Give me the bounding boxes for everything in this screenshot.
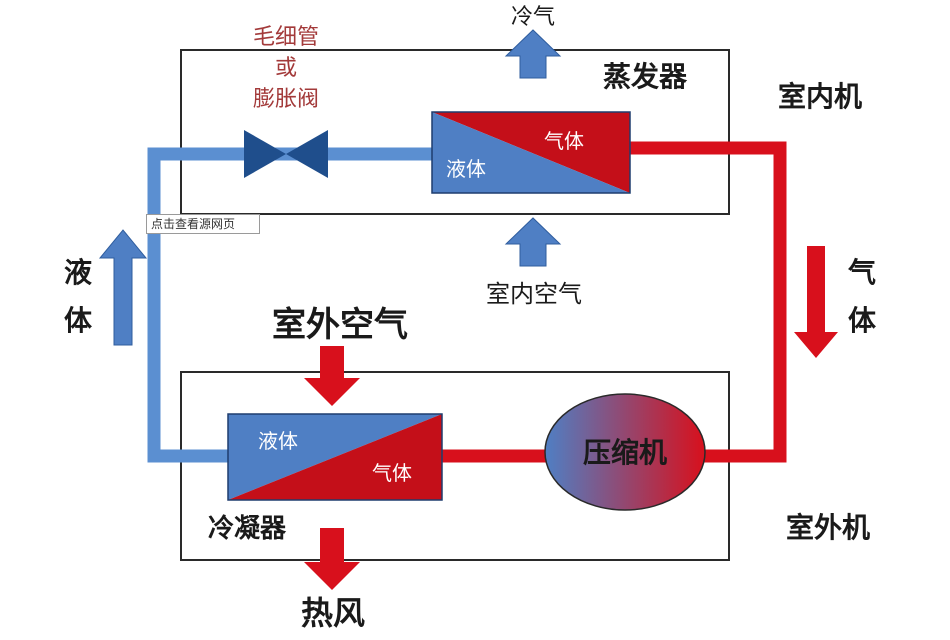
condenser-liquid-label: 液体 <box>258 429 298 453</box>
cold-air-label: 冷气 <box>511 5 555 30</box>
capillary-label-line2: 或 <box>275 56 297 81</box>
view-source-tooltip[interactable]: 点击查看源网页 <box>146 214 260 234</box>
liquid-up-arrow-icon <box>98 229 148 346</box>
compressor-icon <box>544 393 706 511</box>
indoor-air-arrow-icon <box>504 217 562 267</box>
left-liquid-label-1: 液 <box>64 256 92 289</box>
evaporator-label: 蒸发器 <box>603 60 688 93</box>
outdoor-unit-box <box>180 371 730 561</box>
condenser-gas-label: 气体 <box>372 461 412 485</box>
indoor-air-label: 室内空气 <box>486 280 582 308</box>
compressor-label: 压缩机 <box>583 436 667 469</box>
expansion-valve-icon <box>244 130 328 178</box>
condenser-exchanger <box>227 413 443 501</box>
hot-air-label: 热风 <box>301 594 365 632</box>
evaporator-gas-label: 气体 <box>544 129 584 153</box>
capillary-label-line1: 毛细管 <box>253 25 319 50</box>
capillary-label-line3: 膨胀阀 <box>253 87 319 112</box>
gas-pipe-return <box>630 141 787 463</box>
indoor-unit-box <box>180 49 730 215</box>
evaporator-liquid-label: 液体 <box>446 157 486 181</box>
outdoor-unit-label: 室外机 <box>786 511 870 544</box>
evaporator-exchanger <box>431 111 631 194</box>
right-gas-label-1: 气 <box>847 256 876 289</box>
hot-air-arrow-icon <box>304 528 360 590</box>
indoor-unit-label: 室内机 <box>778 80 862 113</box>
cold-air-arrow-icon <box>504 29 562 79</box>
condenser-label: 冷凝器 <box>208 513 287 544</box>
outdoor-air-label: 室外空气 <box>272 305 408 345</box>
outdoor-air-arrow-icon <box>304 346 360 406</box>
gas-down-arrow-icon <box>794 246 838 358</box>
left-liquid-label-2: 体 <box>64 304 93 337</box>
right-gas-label-2: 体 <box>848 304 877 337</box>
